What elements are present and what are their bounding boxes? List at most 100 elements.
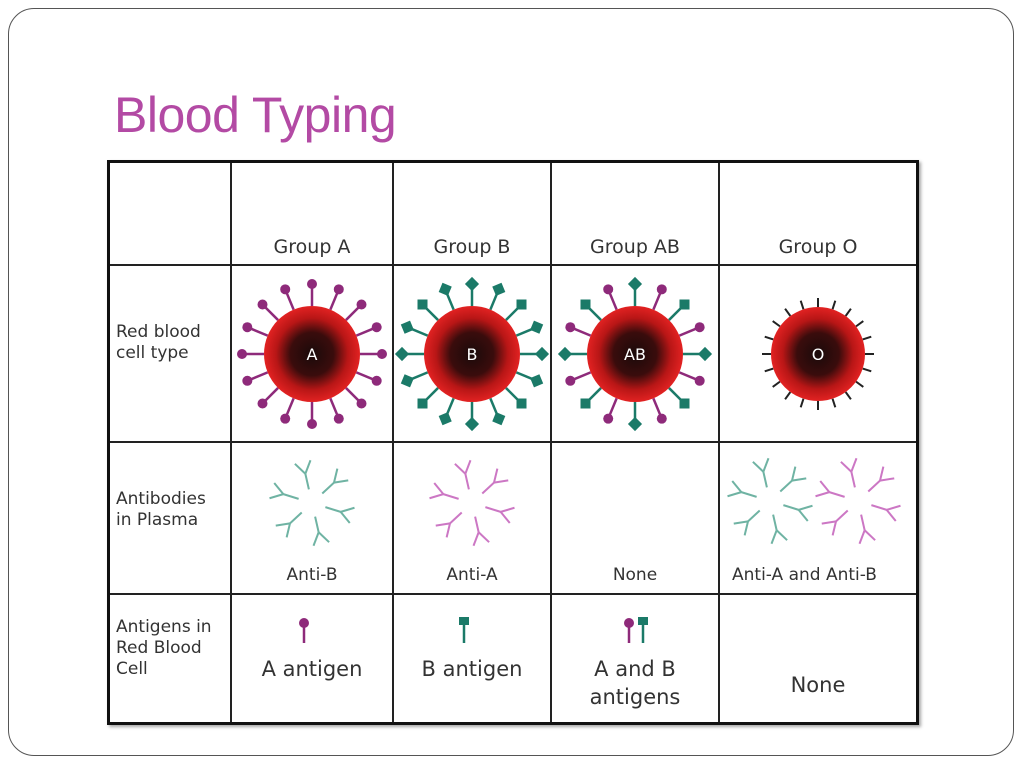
antibody-arm xyxy=(731,480,743,493)
a-antigen-head xyxy=(694,375,705,386)
column-label: Group O xyxy=(778,236,858,258)
a-antigen-head xyxy=(356,398,367,409)
antibody-arm xyxy=(752,461,765,473)
antibody-arm xyxy=(815,491,830,498)
row-header-antibodies: Antibodies in Plasma xyxy=(110,443,232,595)
antigen-stalk xyxy=(764,367,774,373)
cell-group-b-rbc: B xyxy=(394,266,552,443)
antibody-stem xyxy=(779,479,793,493)
cell-group-a-rbc: A xyxy=(232,266,394,443)
a-antigen-head xyxy=(603,413,614,424)
antibody-stem xyxy=(474,516,480,533)
antibody-arm xyxy=(791,477,807,482)
antigen-stalk xyxy=(784,308,792,317)
antibody-stem xyxy=(325,506,341,513)
slide-title: Blood Typing xyxy=(114,87,397,143)
antibody-arm xyxy=(435,522,451,527)
antigen-stalk xyxy=(784,391,792,400)
b-antigen-head xyxy=(417,398,428,409)
antibody-arm xyxy=(499,511,511,524)
cell-body xyxy=(264,306,360,402)
antibody-arm xyxy=(885,509,897,522)
cell-group-o-rbc: O xyxy=(720,266,916,443)
cell-group-ab-antigens: A and B antigens xyxy=(552,595,720,722)
antibody-arm xyxy=(775,529,788,541)
antibody-arm xyxy=(797,509,809,522)
a-antigen-head xyxy=(371,375,382,386)
red-blood-cell-o: O xyxy=(762,298,874,410)
row-label: Antibodies in Plasma xyxy=(116,489,206,530)
antigen-stalk xyxy=(799,300,805,310)
antigen-stalk xyxy=(844,391,852,400)
antibody-arm xyxy=(850,457,858,473)
b-antigen-head xyxy=(530,320,544,334)
antibody-arm xyxy=(317,531,330,543)
a-antigen-head xyxy=(242,375,253,386)
antigen-stalk xyxy=(844,308,852,317)
antibody-arm xyxy=(273,482,285,495)
b-antigen-icon xyxy=(459,617,469,643)
b-antigen-head xyxy=(492,282,506,296)
header-group-ab: Group AB xyxy=(552,163,720,266)
antibody-arm xyxy=(798,504,813,511)
antibody-stem xyxy=(860,514,866,531)
antibody-stem xyxy=(314,516,320,533)
antibody-arm xyxy=(285,523,291,538)
cell-group-ab-rbc: AB xyxy=(552,266,720,443)
a-antigen-head xyxy=(333,413,344,424)
antibody-label: None xyxy=(612,565,658,585)
antibody-arm xyxy=(743,521,749,536)
b-antigen-head xyxy=(400,320,414,334)
antibody-arm xyxy=(770,529,778,545)
b-antigen-head xyxy=(492,412,506,426)
antibody-arm xyxy=(339,511,351,524)
a-antigen-head xyxy=(624,618,634,628)
cell-letter: A xyxy=(307,345,318,364)
a-antigen-head xyxy=(307,419,317,429)
row-header-cell-type: Red blood cell type xyxy=(110,266,232,443)
antibody-stem xyxy=(772,514,778,531)
b-antigen-head xyxy=(534,346,550,362)
antibody-arm xyxy=(445,523,451,538)
a-antigen-head xyxy=(280,413,291,424)
cell-letter: O xyxy=(812,345,825,364)
antibody-arm xyxy=(429,493,444,500)
antibody-stem xyxy=(304,473,310,490)
header-group-b: Group B xyxy=(394,163,552,266)
a-antigen-head xyxy=(280,284,291,295)
a-antigen-head xyxy=(565,322,576,333)
b-antigen-head xyxy=(464,416,480,432)
b-antigen-head xyxy=(438,282,452,296)
antibody-stem xyxy=(762,471,768,488)
antibody-stem xyxy=(747,509,761,523)
blood-type-table: Group A Group B Group AB Group O Red blo… xyxy=(107,160,919,725)
antigen-stalk xyxy=(831,398,837,408)
antigen-label: A antigen xyxy=(261,657,363,681)
antibody-arm xyxy=(831,521,837,536)
b-antigen-head xyxy=(530,374,544,388)
b-antigen-head xyxy=(580,398,591,409)
antibody-arm xyxy=(879,466,885,481)
antibody-arm xyxy=(464,459,472,475)
antibody-stem xyxy=(850,471,856,488)
row-label: Red blood cell type xyxy=(116,322,201,363)
row-header-antigens: Antigens in Red Blood Cell xyxy=(110,595,232,722)
b-antigen-head xyxy=(679,398,690,409)
antigen-stalk xyxy=(862,367,872,373)
a-antigen-head xyxy=(565,375,576,386)
anti-b-and-anti-a-antibody-icon xyxy=(727,457,901,545)
a-antigen-head xyxy=(603,284,614,295)
antibody-label: Anti-B xyxy=(286,565,338,585)
red-blood-cell-a: A xyxy=(237,279,387,429)
cell-body xyxy=(771,307,865,401)
header-group-o: Group O xyxy=(720,163,916,266)
a-antigen-head xyxy=(371,322,382,333)
antigen-label: B antigen xyxy=(421,657,523,681)
b-antigen-head xyxy=(516,398,527,409)
a-antigen-head xyxy=(299,618,309,628)
antigen-stalk xyxy=(862,335,872,341)
antibody-arm xyxy=(886,504,901,511)
antibody-arm xyxy=(433,482,445,495)
a-antigen-head xyxy=(242,322,253,333)
red-blood-cell-ab: AB xyxy=(557,276,713,432)
